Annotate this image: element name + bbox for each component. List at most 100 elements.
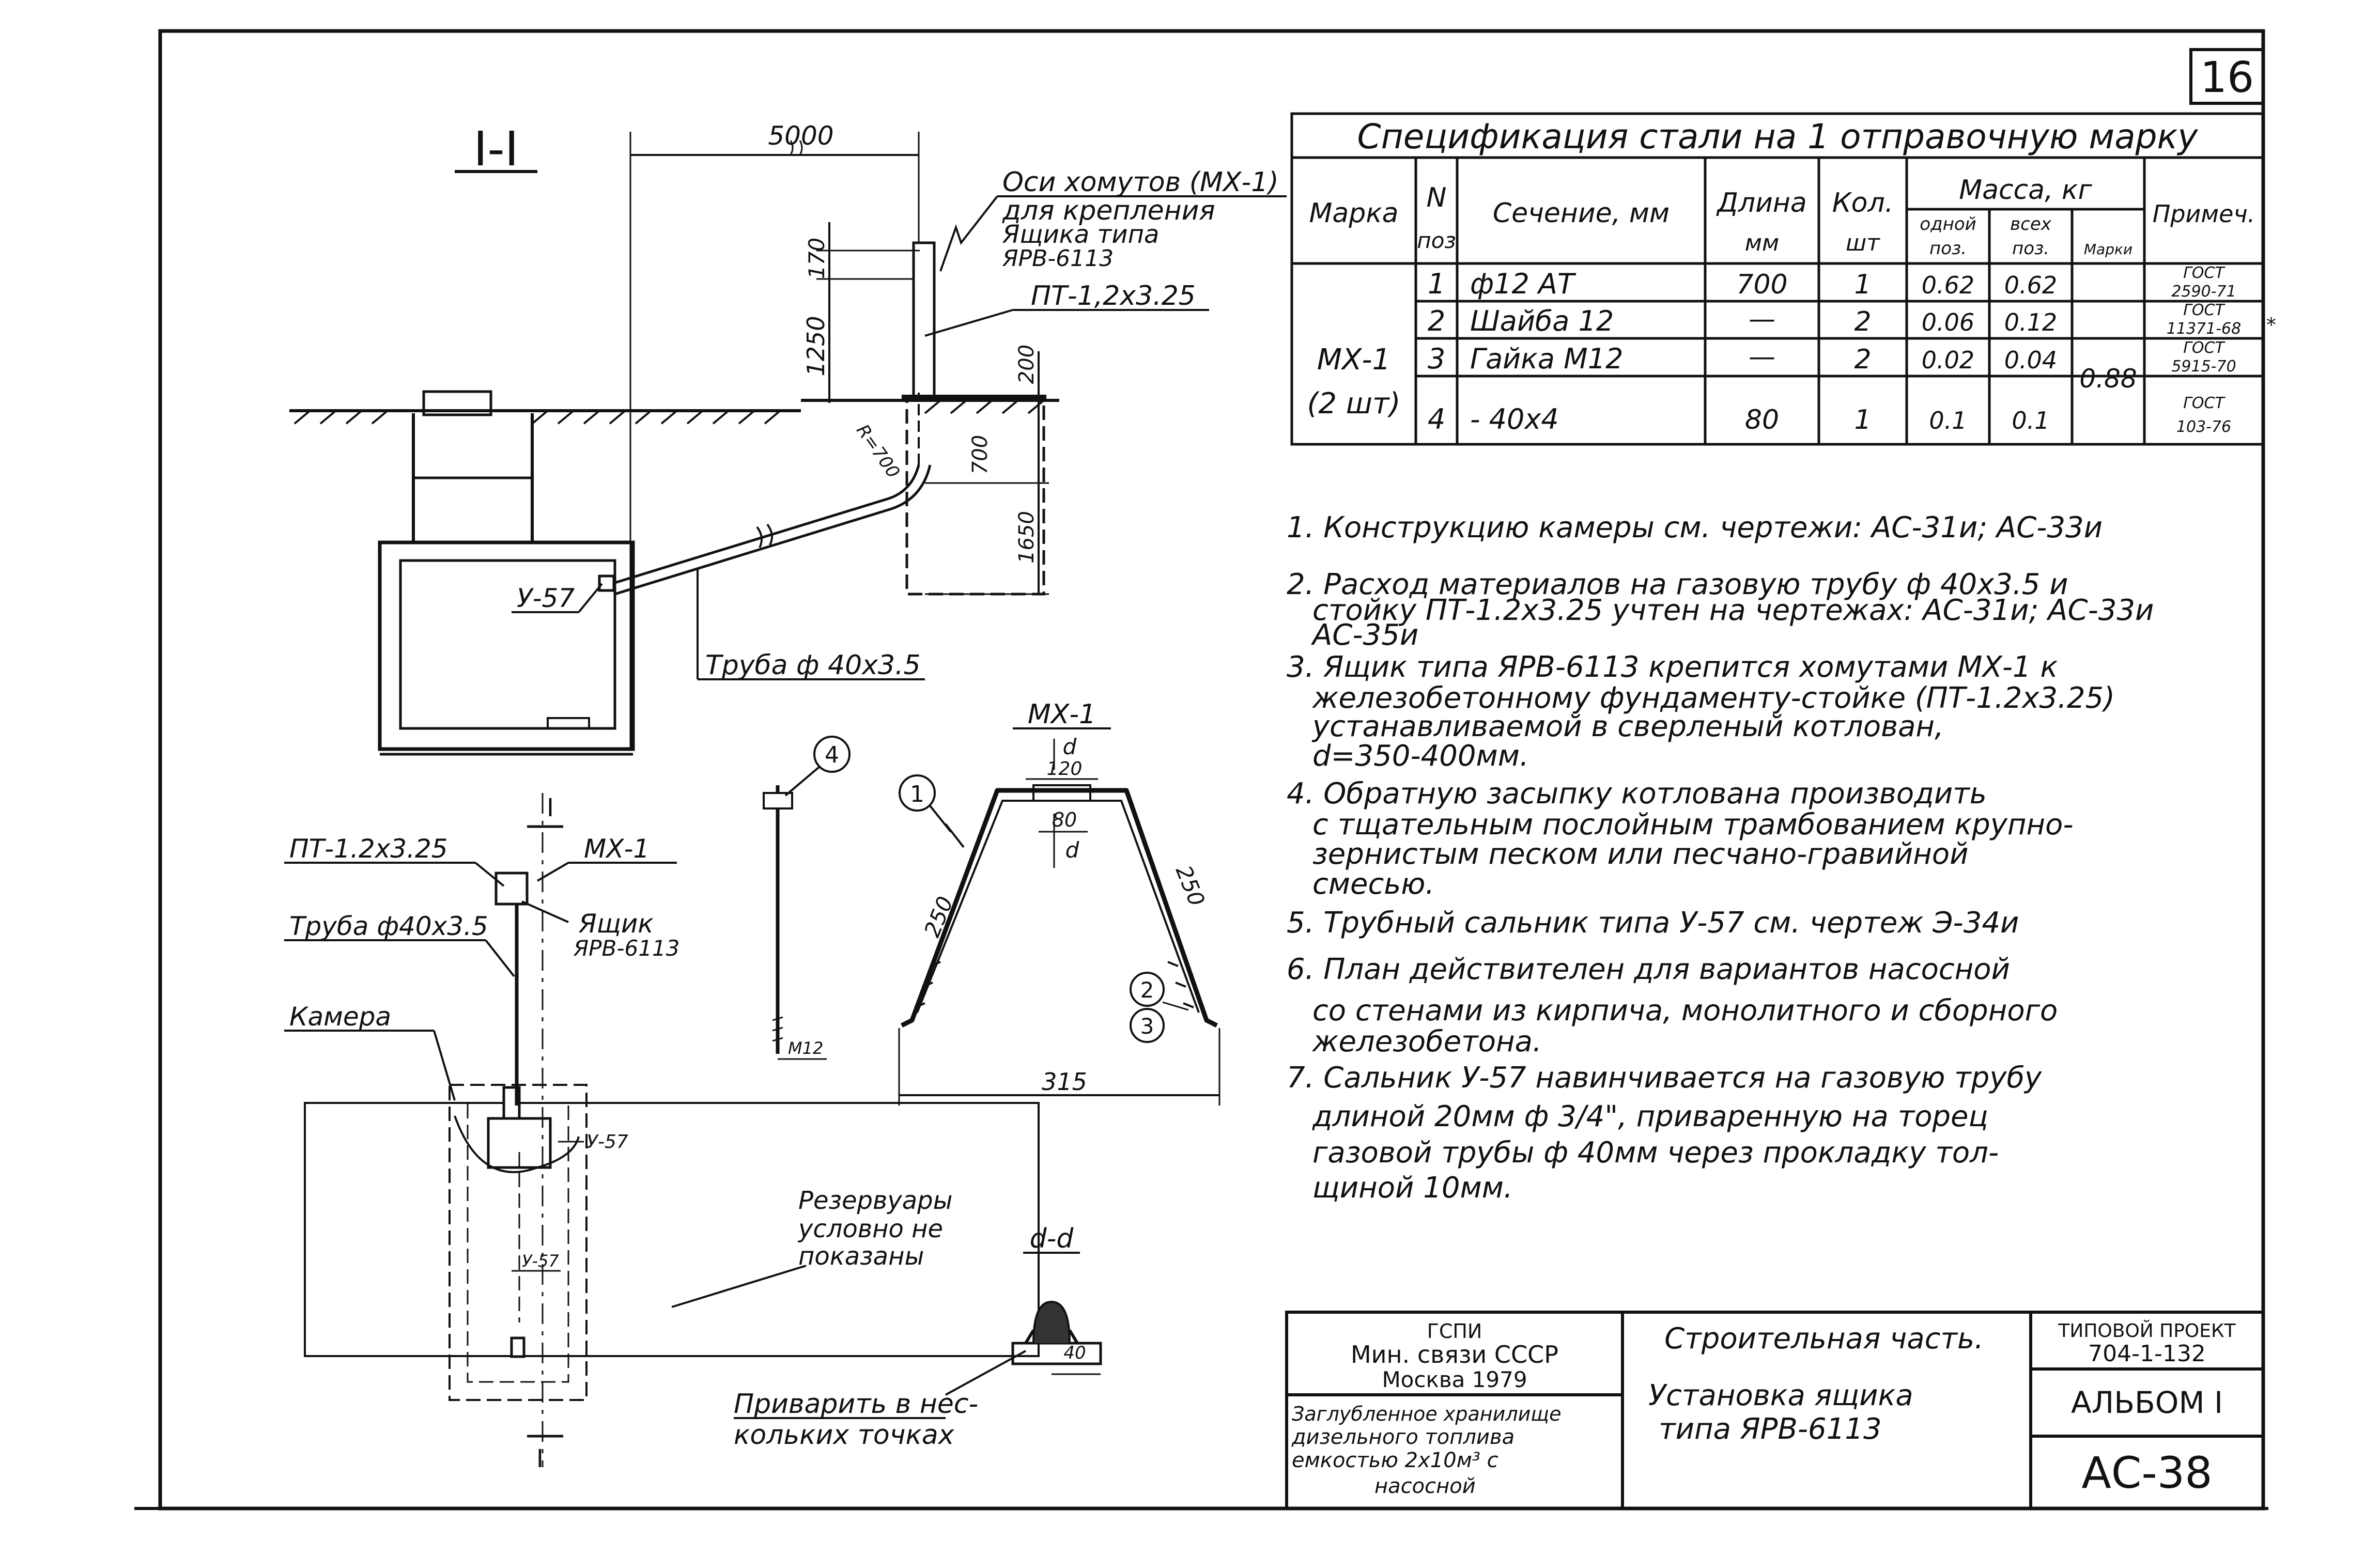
- title-block: [1285, 1311, 2265, 1510]
- section-title: I-I: [473, 121, 518, 177]
- pipe-label: Труба ф 40х3.5: [705, 650, 921, 681]
- spec-row-note-top: ГОСТ: [2183, 264, 2226, 282]
- axis-label-line4: ЯРВ-6113: [1002, 245, 1114, 272]
- spec-row-section: - 40х4: [1470, 403, 1559, 435]
- spec-row-pos: 1: [1428, 268, 1445, 300]
- chamber-plan-label: Камера: [289, 1002, 391, 1032]
- subject-line-3: емкостью 2х10м³ с: [1292, 1449, 1498, 1472]
- post-leader: [924, 309, 1013, 337]
- clamp-dim-d-top: d: [1063, 734, 1077, 759]
- spec-table-title: Спецификация стали на 1 отправочную марк…: [1357, 117, 2199, 157]
- note-line: 4. Обратную засыпку котлована производит…: [1287, 777, 1987, 811]
- clamp-dim-80-label: 80: [1052, 808, 1077, 831]
- gland-label: У-57: [517, 583, 575, 613]
- spec-row-qty: 1: [1854, 404, 1871, 435]
- spec-header-mass-mark: Марки: [2084, 241, 2132, 258]
- dim-200: 200: [1015, 345, 1039, 384]
- gland-plan-label-2: У-57: [522, 1251, 559, 1271]
- callout-1-leader: [929, 805, 965, 848]
- chamber-sump: [547, 717, 590, 729]
- spec-row-qty: 2: [1854, 306, 1871, 337]
- callout-3: 3: [1140, 1014, 1154, 1039]
- axis-label-line3: Ящика типа: [1002, 220, 1159, 249]
- spec-row-mass-all: 0.12: [2004, 308, 2057, 336]
- spec-row-note-top: ГОСТ: [2183, 339, 2226, 357]
- spec-row-2: 2 Шайба 12 — 2 0.06 0.12 ГОСТ 11371-68: [1428, 301, 2241, 338]
- note-line: железобетона.: [1311, 1025, 1542, 1059]
- dim-1650: 1650: [1015, 511, 1039, 564]
- project-label: ТИПОВОЙ ПРОЕКТ: [2058, 1320, 2236, 1342]
- spec-row-3: 3 Гайка М12 — 2 0.02 0.04 ГОСТ 5915-70: [1428, 339, 2236, 376]
- spec-mark-name: МХ-1: [1317, 343, 1391, 377]
- spec-row-note-bottom: 2590-71: [2171, 283, 2236, 301]
- dimension-break: [790, 140, 803, 155]
- manhole-cover: [422, 390, 492, 416]
- spec-mark-total: 0.88: [2079, 364, 2137, 394]
- clamp-dim-315-label: 315: [1042, 1068, 1087, 1096]
- clamp-plan-leader: [536, 862, 569, 882]
- spec-row-qty: 1: [1854, 269, 1871, 300]
- spec-row-mass-one: 0.02: [1922, 346, 1974, 374]
- project-number: 704-1-132: [2088, 1341, 2206, 1367]
- bolt-plate: [763, 792, 793, 810]
- spec-row-mass-all: 0.04: [2004, 346, 2057, 374]
- axis-label-line1: Оси хомутов (МХ-1): [1002, 167, 1279, 198]
- dim-170: 170: [804, 238, 829, 279]
- sheet-title-2: типа ЯРВ-6113: [1659, 1412, 1882, 1446]
- weld-label-1: Приварить в нес-: [734, 1389, 978, 1420]
- clamp-thread-right: [1167, 961, 1194, 1008]
- spec-header-pos-bottom: поз: [1417, 228, 1456, 253]
- callout-1-circle: [899, 774, 936, 812]
- chamber-leader-curve: [454, 1115, 580, 1173]
- box-plan-leader: [521, 900, 569, 923]
- chamber-inner: [399, 559, 616, 730]
- concrete-post: [912, 241, 936, 399]
- spec-row-note-top: ГОСТ: [2183, 301, 2226, 319]
- cut-mark-bottom: I: [536, 1444, 544, 1473]
- cut-mark-top: I: [547, 793, 554, 822]
- spec-header-pos-top: N: [1427, 182, 1447, 213]
- weld-detail-leader: [945, 1350, 1026, 1396]
- clamp-view: МХ-1 d d 120 80 250 250 315 1 2 3: [763, 699, 1220, 1396]
- note-line: зернистым песком или песчано-гравийной: [1312, 837, 1969, 871]
- spec-row-section: ф12 АТ: [1470, 268, 1577, 300]
- spec-row-note-bottom: 11371-68: [2167, 320, 2241, 338]
- spec-row-mass-one: 0.62: [1922, 271, 1974, 299]
- note-line: 5. Трубный сальник типа У-57 см. чертеж …: [1287, 906, 2019, 940]
- spec-row-pos: 2: [1428, 305, 1445, 337]
- clamp-thread-left: [914, 961, 941, 1008]
- tanks-label-2: условно не: [797, 1215, 943, 1243]
- section-view: I-I 5000 170 1250: [289, 121, 1287, 756]
- detail-title: d-d: [1030, 1223, 1074, 1254]
- spec-mark-count: (2 шт): [1307, 387, 1401, 421]
- spec-row-mass-one: 0.1: [1929, 407, 1967, 434]
- note-line: с тщательным послойным трамбованием круп…: [1312, 808, 2074, 842]
- callout-2-circle: [1130, 972, 1165, 1007]
- part-title: Строительная часть.: [1664, 1322, 1984, 1356]
- spec-header-qty-bottom: шт: [1846, 230, 1880, 256]
- callout-2: 2: [1140, 977, 1154, 1003]
- chamber-outer: [378, 540, 635, 751]
- note-line: газовой трубы ф 40мм через прокладку тол…: [1312, 1136, 1999, 1170]
- spec-row-pos: 3: [1428, 343, 1445, 375]
- pipe-plan-leader: [485, 939, 515, 977]
- pipe-break-marks: [756, 523, 773, 548]
- org-line-2: Мин. связи СССР: [1351, 1341, 1558, 1368]
- sheet-number: 16: [2200, 53, 2254, 102]
- bolt-thread: [772, 1016, 783, 1042]
- ground-hatching: [293, 399, 1045, 425]
- pipe-plan-label: Труба ф40х3.5: [289, 911, 488, 941]
- box-plan-label-2: ЯРВ-6113: [573, 936, 679, 961]
- gland-plan-label-1: У-57: [586, 1131, 628, 1153]
- note-asterisk: *: [2266, 314, 2276, 336]
- spec-row-section: Шайба 12: [1470, 305, 1614, 337]
- tank-outline: [304, 1102, 1040, 1357]
- spec-row-length: 700: [1736, 269, 1787, 300]
- callout-4-leader: [784, 766, 820, 797]
- subject-line-4: насосной: [1374, 1474, 1476, 1498]
- spec-row-pos: 4: [1428, 403, 1445, 435]
- axis-leader: [939, 195, 998, 272]
- tanks-leader: [671, 1265, 807, 1308]
- spec-row-length: 80: [1745, 404, 1779, 435]
- post-plan-leader: [474, 862, 505, 887]
